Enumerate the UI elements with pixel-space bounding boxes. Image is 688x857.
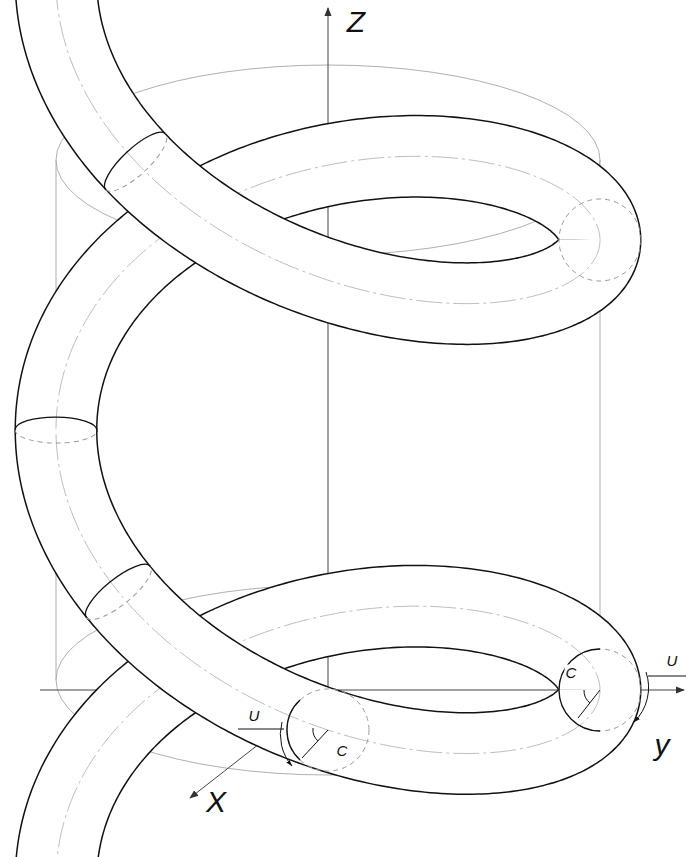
- angle-label: U: [666, 653, 679, 668]
- tube-centerline: [56, 430, 600, 753]
- section-edge: [287, 700, 300, 760]
- section-edge: [97, 124, 166, 189]
- dimension-line: [238, 729, 284, 730]
- section-hidden-edge: [86, 566, 158, 628]
- axis-label: y: [654, 730, 671, 760]
- axis-label: X: [205, 787, 227, 817]
- section-ellipse: [15, 417, 97, 443]
- tube-sections: [15, 124, 641, 771]
- section-edge: [15, 417, 97, 430]
- radius-line: [578, 690, 600, 718]
- section-edge: [78, 556, 150, 618]
- tube-segment: [56, 429, 600, 754]
- section-circle: [559, 649, 641, 731]
- dimension-line: [648, 676, 686, 677]
- section-label: C: [565, 665, 578, 680]
- angle-dimensions: [238, 672, 686, 766]
- section-hidden-edge: [15, 430, 97, 443]
- section-circle: [287, 689, 369, 771]
- section-label: C: [336, 743, 349, 758]
- tube-body: [56, 429, 600, 754]
- angle-arc: [280, 722, 292, 766]
- angle-arc: [634, 672, 649, 722]
- section-ellipse: [78, 556, 158, 628]
- tube-segment: [56, 0, 600, 304]
- tube-body: [56, 0, 600, 304]
- angle-mark: [584, 690, 590, 703]
- section-circle: [559, 199, 641, 281]
- axis-label: Z: [346, 7, 366, 37]
- section-edge: [559, 649, 600, 731]
- angle-label: U: [248, 708, 261, 723]
- section-ellipse: [97, 124, 175, 199]
- radius-line: [302, 730, 328, 758]
- section-hidden-edge: [106, 134, 175, 199]
- angle-mark: [313, 728, 318, 741]
- helical-tube: [56, 0, 600, 857]
- tube-centerline: [56, 0, 600, 304]
